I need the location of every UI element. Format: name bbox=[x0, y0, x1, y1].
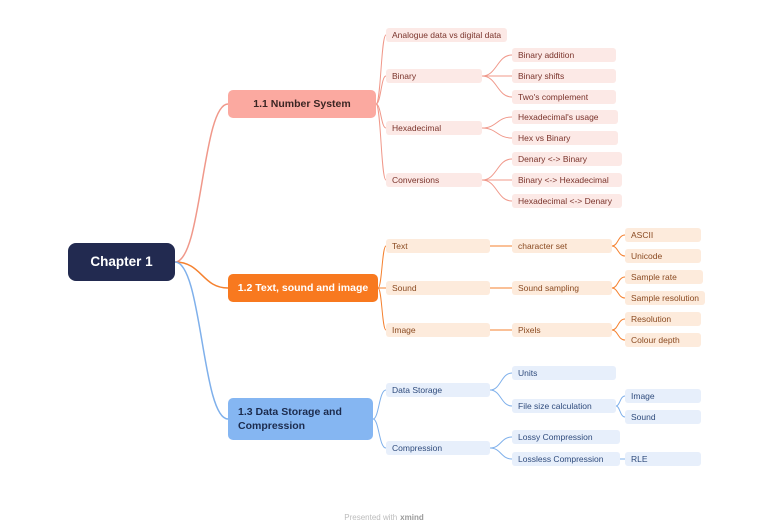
connector bbox=[489, 447, 513, 460]
connector bbox=[377, 287, 387, 331]
connector bbox=[375, 75, 387, 105]
connector bbox=[615, 395, 626, 407]
connector bbox=[615, 405, 626, 418]
connector bbox=[481, 127, 513, 139]
connector bbox=[481, 75, 513, 98]
topic-twos-complement[interactable]: Two's complement bbox=[512, 90, 616, 104]
topic-resolution[interactable]: Resolution bbox=[625, 312, 701, 326]
connector bbox=[372, 389, 387, 420]
topic-sound-sampling[interactable]: Sound sampling bbox=[512, 281, 612, 295]
topic-image[interactable]: Image bbox=[386, 323, 490, 337]
topic-file-size-image[interactable]: Image bbox=[625, 389, 701, 403]
topic-file-size-sound[interactable]: Sound bbox=[625, 410, 701, 424]
connector bbox=[481, 158, 513, 181]
topic-binary-hexadecimal[interactable]: Binary <-> Hexadecimal bbox=[512, 173, 622, 187]
connector bbox=[481, 54, 513, 77]
connector bbox=[481, 116, 513, 129]
topic-text[interactable]: Text bbox=[386, 239, 490, 253]
topic-file-size-calculation[interactable]: File size calculation bbox=[512, 399, 616, 413]
connector bbox=[377, 245, 387, 289]
xmind-brand: xmind bbox=[400, 513, 424, 522]
topic-sample-rate[interactable]: Sample rate bbox=[625, 270, 703, 284]
topic-hexadecimal-denary[interactable]: Hexadecimal <-> Denary bbox=[512, 194, 622, 208]
topic-compression[interactable]: Compression bbox=[386, 441, 490, 455]
topic-sound[interactable]: Sound bbox=[386, 281, 490, 295]
connector bbox=[489, 389, 513, 407]
connector bbox=[372, 418, 387, 449]
connector bbox=[489, 436, 513, 449]
topic-pixels[interactable]: Pixels bbox=[512, 323, 612, 337]
connector-root-to-1-2 bbox=[174, 261, 229, 289]
topic-lossless-compression[interactable]: Lossless Compression bbox=[512, 452, 620, 466]
connector bbox=[611, 245, 626, 257]
topic-denary-binary[interactable]: Denary <-> Binary bbox=[512, 152, 622, 166]
main-topic-1-3-data-storage-compression[interactable]: 1.3 Data Storage and Compression bbox=[228, 398, 373, 440]
topic-unicode[interactable]: Unicode bbox=[625, 249, 701, 263]
topic-hexadecimal[interactable]: Hexadecimal bbox=[386, 121, 482, 135]
main-topic-1-1-number-system[interactable]: 1.1 Number System bbox=[228, 90, 376, 118]
topic-hex-vs-binary[interactable]: Hex vs Binary bbox=[512, 131, 618, 145]
topic-rle[interactable]: RLE bbox=[625, 452, 701, 466]
topic-data-storage[interactable]: Data Storage bbox=[386, 383, 490, 397]
connector bbox=[481, 179, 513, 202]
connector bbox=[489, 372, 513, 391]
connector bbox=[611, 287, 626, 299]
connector bbox=[375, 103, 387, 129]
topic-binary-addition[interactable]: Binary addition bbox=[512, 48, 616, 62]
topic-colour-depth[interactable]: Colour depth bbox=[625, 333, 701, 347]
main-topic-1-2-text-sound-image[interactable]: 1.2 Text, sound and image bbox=[228, 274, 378, 302]
connector-root-to-1-3 bbox=[174, 261, 229, 420]
connector-root-to-1-1 bbox=[174, 103, 229, 263]
topic-analogue-vs-digital-data[interactable]: Analogue data vs digital data bbox=[386, 28, 508, 42]
topic-binary-shifts[interactable]: Binary shifts bbox=[512, 69, 616, 83]
connector bbox=[611, 329, 626, 341]
topic-conversions[interactable]: Conversions bbox=[386, 173, 482, 187]
topic-hexadecimals-usage[interactable]: Hexadecimal's usage bbox=[512, 110, 618, 124]
footer-credit-text: Presented with bbox=[344, 513, 398, 522]
connector bbox=[375, 34, 387, 105]
connector bbox=[611, 276, 626, 289]
topic-sample-resolution[interactable]: Sample resolution bbox=[625, 291, 706, 305]
topic-binary[interactable]: Binary bbox=[386, 69, 482, 83]
connector bbox=[611, 234, 626, 247]
topic-units[interactable]: Units bbox=[512, 366, 616, 380]
root-topic-chapter-1[interactable]: Chapter 1 bbox=[68, 243, 175, 281]
topic-ascii[interactable]: ASCII bbox=[625, 228, 701, 242]
topic-lossy-compression[interactable]: Lossy Compression bbox=[512, 430, 620, 444]
topic-character-set[interactable]: character set bbox=[512, 239, 612, 253]
connector bbox=[611, 318, 626, 331]
connector bbox=[375, 103, 387, 181]
